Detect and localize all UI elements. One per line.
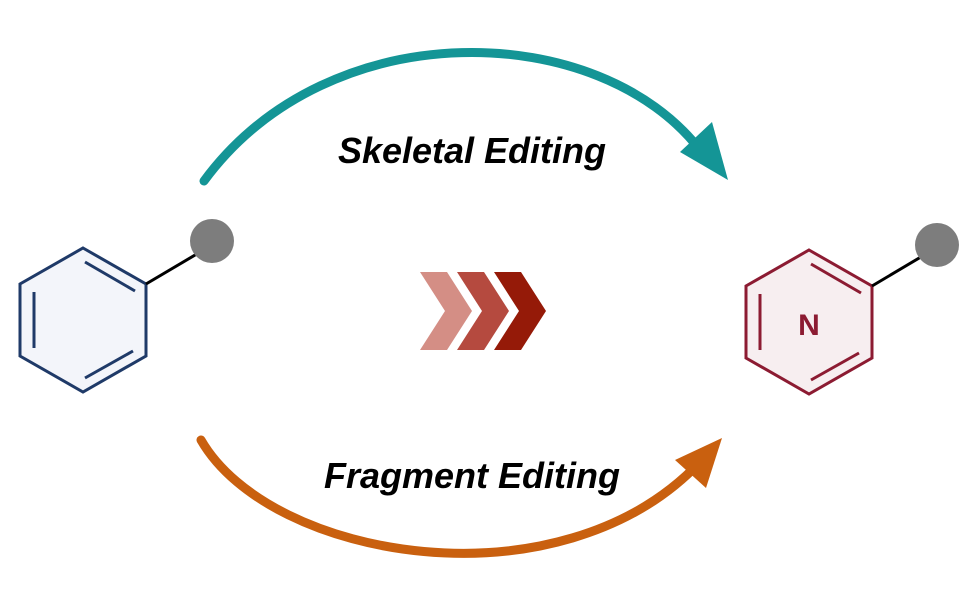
chevron-light xyxy=(420,272,472,350)
pyridine-substituent-atom xyxy=(915,223,959,267)
skeletal-arc xyxy=(199,48,705,186)
triple-chevron-icon xyxy=(420,272,546,350)
skeletal-editing-label: Skeletal Editing xyxy=(338,130,606,171)
skeletal-arrowhead-icon xyxy=(680,122,728,180)
chevron-mid xyxy=(457,272,509,350)
fragment-arrowhead-icon xyxy=(675,438,722,488)
pyridine-ring-icon: N xyxy=(744,223,959,396)
fragment-editing-label: Fragment Editing xyxy=(324,455,620,496)
pyridine-double-bond xyxy=(810,262,862,295)
benzene-double-bond xyxy=(84,349,134,380)
benzene-ring-icon xyxy=(18,219,234,394)
fragment-editing-arrow xyxy=(196,435,722,558)
chevron-dark xyxy=(494,272,546,350)
benzene-double-bond xyxy=(84,260,136,293)
benzene-hexagon xyxy=(18,246,148,394)
nitrogen-atom-label: N xyxy=(798,309,820,342)
fragment-arc xyxy=(196,435,705,558)
skeletal-editing-arrow xyxy=(199,48,728,186)
benzene-substituent-atom xyxy=(190,219,234,263)
pyridine-double-bond xyxy=(810,351,860,382)
